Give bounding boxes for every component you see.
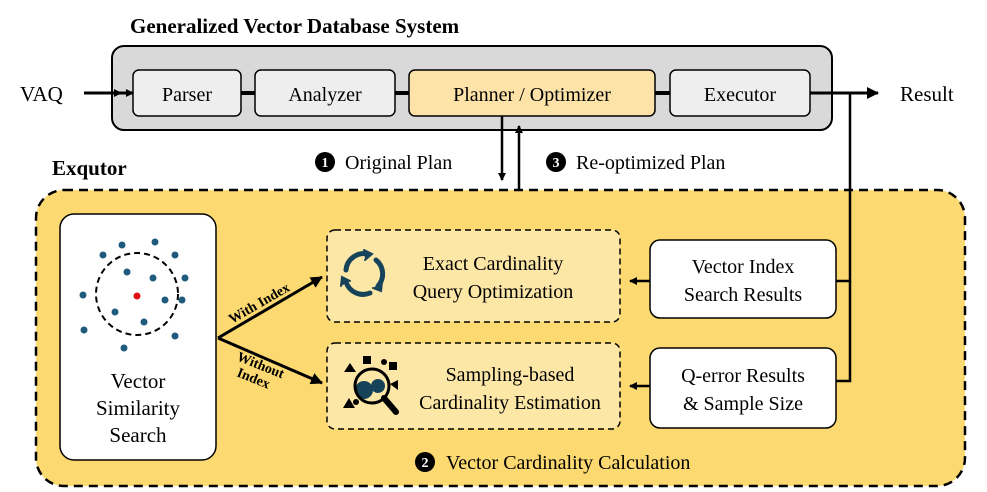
step1-label: Original Plan	[345, 152, 452, 174]
stage-parser-label: Parser	[162, 84, 212, 106]
with-index-arrow	[217, 275, 323, 340]
system-title: Generalized Vector Database System	[130, 14, 460, 38]
refresh-cycle-icon	[340, 249, 386, 297]
search-radius-circle	[95, 252, 179, 336]
step1-badge	[315, 152, 335, 172]
sampling-box-line1: Sampling-based	[446, 364, 575, 386]
exact-box-line1: Exact Cardinality	[423, 253, 564, 275]
stage-parser[interactable]: Parser	[132, 69, 242, 117]
stage-executor-label: Executor	[704, 84, 777, 106]
query-point	[133, 292, 141, 300]
step2-label: Vector Cardinality Calculation	[446, 452, 690, 474]
step2-number: 2	[422, 456, 429, 471]
stage-executor[interactable]: Executor	[669, 69, 811, 117]
vector-search-panel[interactable]: Vector Similarity Search	[59, 213, 217, 461]
without-index-arrow	[217, 336, 323, 385]
input-label: VAQ	[20, 82, 63, 106]
step3-label: Re-optimized Plan	[576, 152, 725, 174]
qerror-line2: & Sample Size	[683, 393, 803, 415]
stage-analyzer[interactable]: Analyzer	[254, 69, 396, 117]
index-results-line2: Search Results	[684, 284, 803, 306]
stage-planner-label: Planner / Optimizer	[453, 84, 611, 106]
step1-number: 1	[322, 156, 329, 171]
exact-box-line2: Query Optimization	[413, 281, 574, 303]
exqutor-title: Exqutor	[52, 156, 127, 180]
output-label: Result	[900, 82, 954, 106]
sampling-magnifier-icon	[343, 356, 399, 415]
vector-dots	[79, 238, 189, 352]
sampling-box-line2: Cardinality Estimation	[419, 392, 601, 414]
executor-feedback-line-2	[836, 281, 852, 383]
search-panel-line2: Similarity	[96, 396, 181, 420]
stage-planner[interactable]: Planner / Optimizer	[408, 69, 656, 117]
index-results-box[interactable]: Vector Index Search Results	[649, 239, 837, 319]
step2-badge	[415, 452, 435, 472]
step3-number: 3	[553, 156, 560, 171]
sampling-estimation-box[interactable]: Sampling-based Cardinality Estimation	[326, 342, 621, 430]
search-panel-line3: Search	[109, 423, 167, 447]
stage-analyzer-label: Analyzer	[288, 84, 362, 106]
exact-cardinality-box[interactable]: Exact Cardinality Query Optimization	[326, 229, 621, 323]
qerror-results-box[interactable]: Q-error Results & Sample Size	[649, 347, 837, 429]
qerror-line1: Q-error Results	[681, 365, 805, 387]
index-results-line1: Vector Index	[692, 256, 795, 278]
step3-badge	[546, 152, 566, 172]
search-panel-line1: Vector	[111, 369, 166, 393]
